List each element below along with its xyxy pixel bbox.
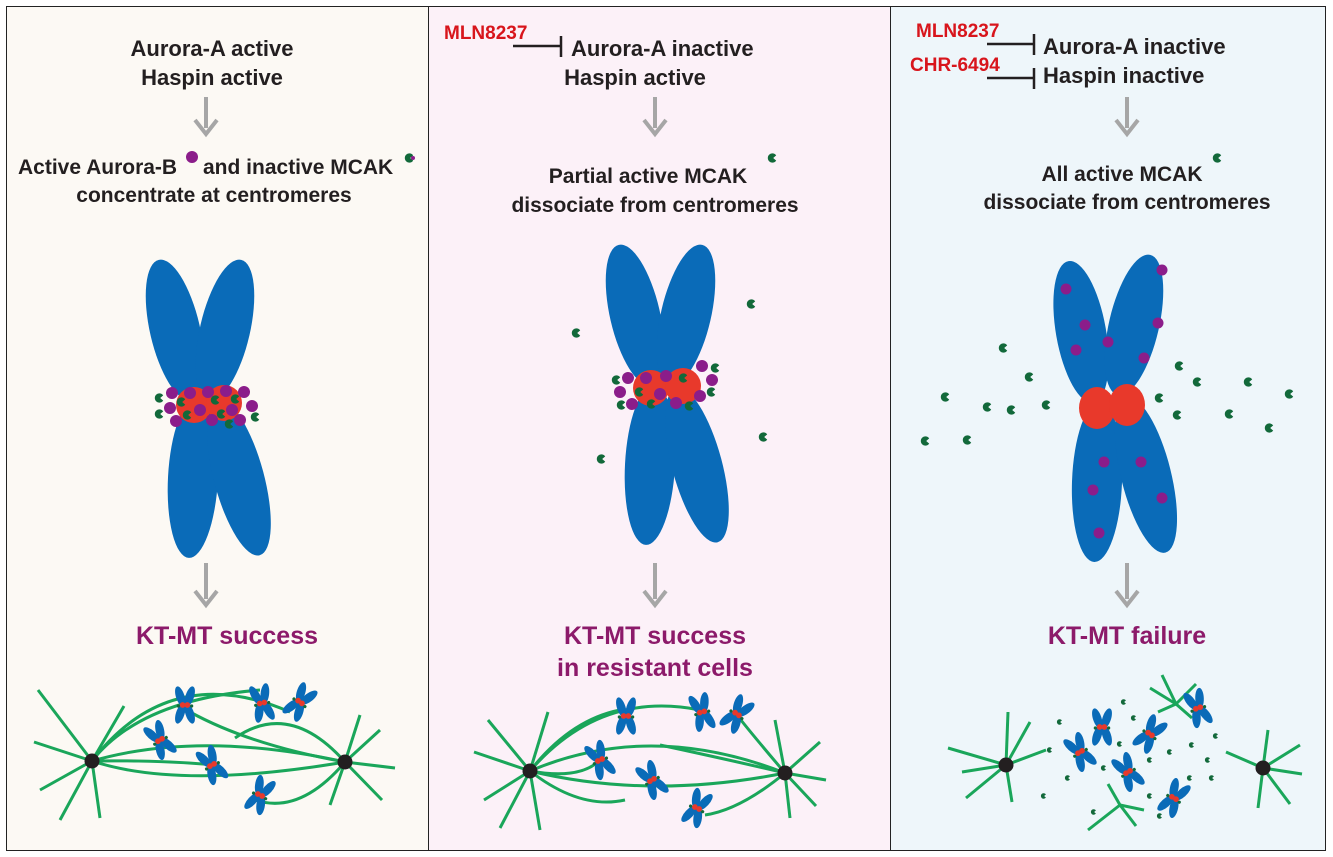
panel3-aurora-b-on-arms — [1060, 264, 1168, 539]
panel3-result-location: dissociate from centromeres — [983, 191, 1271, 214]
panel3-arrow-bottom — [1114, 563, 1140, 609]
panel3-drug-mln8237: MLN8237 — [916, 21, 1000, 42]
panel2-result-mcak: Partial active MCAK — [548, 165, 748, 188]
panel1-arrow-top — [193, 97, 219, 138]
panel3-spindle-fragments — [947, 674, 1303, 832]
panel3-arrow-top — [1114, 97, 1140, 138]
panel2-outcome-line1: KT-MT success — [563, 622, 747, 650]
panel2-arrow-top — [642, 97, 668, 138]
panel3-legend-mcak-icon — [1212, 153, 1222, 163]
panel1-haspin-state: Haspin active — [141, 65, 283, 90]
panel1-outcome: KT-MT success — [135, 622, 319, 650]
panel2-outcome-line2: in resistant cells — [557, 654, 753, 682]
panel2-result-location: dissociate from centromeres — [511, 194, 799, 217]
panel1-centromere-proteins — [154, 385, 260, 429]
panel2-haspin-state: Haspin active — [564, 65, 706, 90]
panel1-result-mcak: and inactive MCAK — [203, 156, 394, 179]
panel1-result-location: concentrate at centromeres — [76, 184, 352, 207]
panel3-drug-chr6494: CHR-6494 — [910, 55, 1000, 76]
panel3-outcome: KT-MT failure — [1047, 622, 1207, 650]
panel2-drug-mln8237: MLN8237 — [444, 23, 528, 44]
panel3-inhibition-chr6494 — [987, 68, 1036, 89]
panel1-chromosome — [145, 259, 271, 558]
panel2-arrow-bottom — [642, 563, 668, 609]
panel1-legend-aurora-b-icon — [186, 151, 198, 163]
panel2-legend-mcak-icon — [767, 153, 777, 163]
panel2-centromere-proteins — [611, 360, 720, 411]
panel3-haspin-state: Haspin inactive — [1043, 63, 1205, 88]
panel2-aurora-a-state: Aurora-A inactive — [571, 36, 754, 61]
panel3-chromosome — [1053, 254, 1178, 562]
figure-frame — [6, 6, 1326, 851]
panel2-spindle — [473, 704, 827, 831]
panel1-mini-chromosomes — [139, 678, 322, 819]
panel1-result-aurora-b: Active Aurora-B — [18, 156, 178, 179]
panel3-inhibition-mln8237 — [987, 34, 1036, 55]
panel2-inhibition-mln8237 — [513, 36, 563, 57]
panel1-arrow-bottom — [193, 563, 219, 609]
panel1-legend-mcak-icon — [404, 153, 415, 163]
panel3-result-mcak: All active MCAK — [1041, 163, 1203, 186]
panel3-mini-chromosomes — [1059, 685, 1217, 822]
panel3-aurora-a-state: Aurora-A inactive — [1043, 34, 1226, 59]
panel1-aurora-a-state: Aurora-A active — [130, 36, 294, 61]
